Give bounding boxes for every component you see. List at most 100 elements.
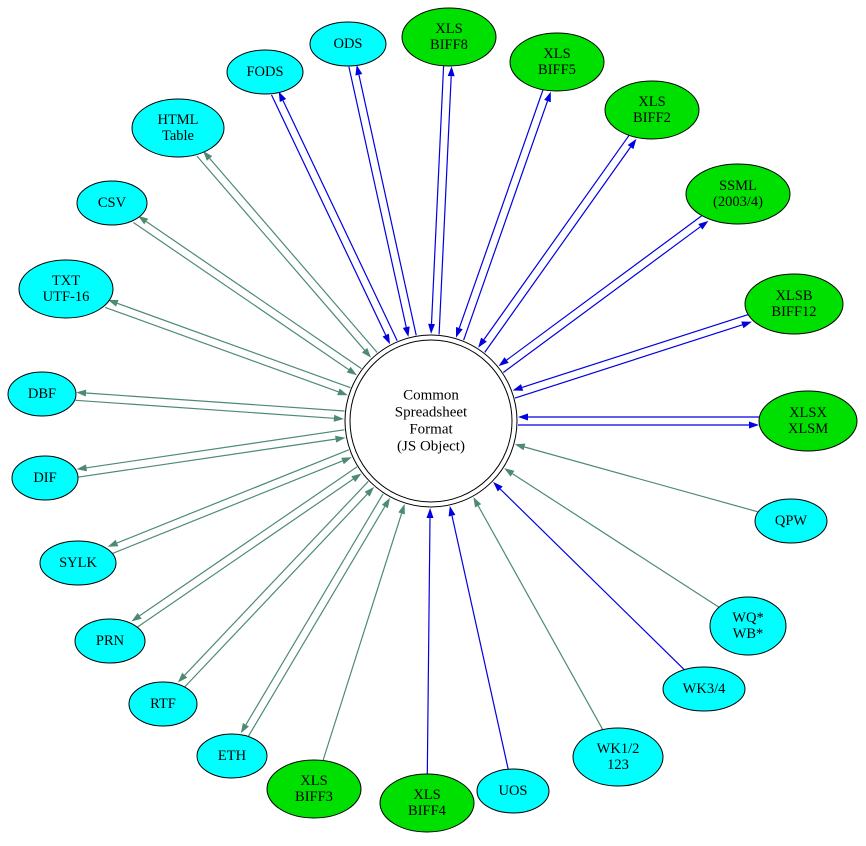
edge-qpw (514, 443, 759, 513)
node-label-ssml-0: SSML (719, 178, 757, 194)
node-label-rtf-0: RTF (150, 696, 176, 712)
edge-xls-biff5 (456, 88, 551, 341)
node-label-xls-biff8-1: BIFF8 (430, 37, 468, 53)
edge-xlsx-xlsm (518, 413, 759, 429)
edge-wk34 (493, 481, 685, 671)
edge-fods (270, 91, 398, 345)
node-ods: ODS (309, 21, 387, 67)
node-label-txt-utf16-1: UTF-16 (43, 289, 90, 305)
node-eth: ETH (196, 733, 268, 779)
node-label-xls-biff3-0: XLS (300, 773, 327, 789)
edge-uos (448, 505, 509, 770)
node-label-xls-biff2-0: XLS (638, 94, 665, 110)
node-label-xlsx-xlsm-1: XLSM (788, 421, 828, 437)
node-label-xlsb-biff12-0: XLSB (775, 288, 812, 304)
node-label-xls-biff4-0: XLS (413, 787, 440, 803)
node-label-ods-0: ODS (333, 36, 362, 52)
node-wk34: WK3/4 (662, 666, 746, 712)
node-ellipse-wq-wb (709, 596, 787, 656)
edge-xls-biff3 (322, 503, 405, 761)
node-ellipse-uos (476, 768, 550, 814)
edge-sylk (107, 449, 352, 555)
node-ellipse-xlsb-biff12 (744, 273, 844, 335)
node-ellipse-sylk (39, 540, 117, 586)
node-label-xlsb-biff12-1: BIFF12 (771, 304, 816, 320)
node-fods: FODS (226, 49, 304, 95)
edge-txt-utf16 (104, 299, 351, 396)
node-label-xls-biff8-0: XLS (435, 21, 462, 37)
node-ellipse-xls-biff2 (604, 80, 700, 140)
center-label-line-3: (JS Object) (397, 439, 465, 455)
node-csv: CSV (76, 180, 148, 226)
edge-xls-biff8 (428, 65, 455, 335)
node-label-html-table-1: Table (162, 128, 194, 144)
node-label-dbf-0: DBF (28, 386, 56, 402)
node-ellipse-qpw (754, 498, 828, 544)
center-label-line-1: Spreadsheet (395, 405, 468, 421)
edge-wk12-123 (473, 497, 604, 730)
node-ellipse-xls-biff8 (401, 7, 497, 67)
node-dif: DIF (11, 455, 79, 501)
node-label-prn-0: PRN (96, 633, 125, 649)
node-ellipse-csv (76, 180, 148, 226)
node-ssml: SSML(2003/4) (685, 163, 791, 225)
node-uos: UOS (476, 768, 550, 814)
node-ellipse-xls-biff5 (509, 32, 605, 92)
center-label-line-2: Format (409, 422, 453, 438)
node-ellipse-dif (11, 455, 79, 501)
edge-eth (240, 493, 390, 738)
node-ellipse-prn (74, 618, 146, 664)
center-label-line-0: Common (403, 388, 459, 404)
node-ellipse-wk34 (662, 666, 746, 712)
node-ellipse-dbf (7, 371, 77, 417)
node-prn: PRN (74, 618, 146, 664)
edge-dif (76, 429, 346, 478)
node-label-xls-biff4-1: BIFF4 (408, 803, 447, 819)
edge-prn (131, 466, 362, 629)
edge-xlsb-biff12 (512, 313, 752, 399)
node-label-sylk-0: SYLK (59, 555, 97, 571)
edge-xls-biff2 (478, 133, 637, 353)
node-ellipse-eth (196, 733, 268, 779)
node-qpw: QPW (754, 498, 828, 544)
edge-html-table (196, 150, 378, 358)
node-ellipse-ssml (685, 163, 791, 225)
edge-ssml (498, 213, 709, 373)
node-label-uos-0: UOS (498, 783, 527, 799)
node-label-ssml-1: (2003/4) (713, 194, 763, 210)
edge-csv (133, 215, 362, 376)
node-ellipse-xls-biff4 (379, 773, 475, 833)
edge-xls-biff4 (426, 508, 434, 775)
node-ellipse-ods (309, 21, 387, 67)
node-label-xls-biff5-0: XLS (543, 46, 570, 62)
node-label-csv-0: CSV (98, 195, 127, 211)
node-label-wk12-123-1: 123 (607, 757, 629, 773)
node-ellipse-xls-biff3 (266, 759, 362, 819)
node-label-dif-0: DIF (33, 470, 56, 486)
node-label-wk34-0: WK3/4 (683, 681, 726, 697)
node-label-txt-utf16-0: TXT (52, 273, 80, 289)
edge-ods (348, 65, 417, 337)
node-label-qpw-0: QPW (775, 513, 808, 529)
node-label-html-table-0: HTML (157, 112, 198, 128)
node-ellipse-txt-utf16 (18, 259, 114, 319)
node-label-wq-wb-0: WQ* (732, 610, 763, 626)
edge-wq-wb (504, 468, 720, 608)
edge-dbf (75, 389, 345, 422)
node-sylk: SYLK (39, 540, 117, 586)
node-ellipse-xlsx-xlsm (758, 390, 858, 452)
node-dbf: DBF (7, 371, 77, 417)
node-label-xls-biff5-1: BIFF5 (538, 62, 576, 78)
